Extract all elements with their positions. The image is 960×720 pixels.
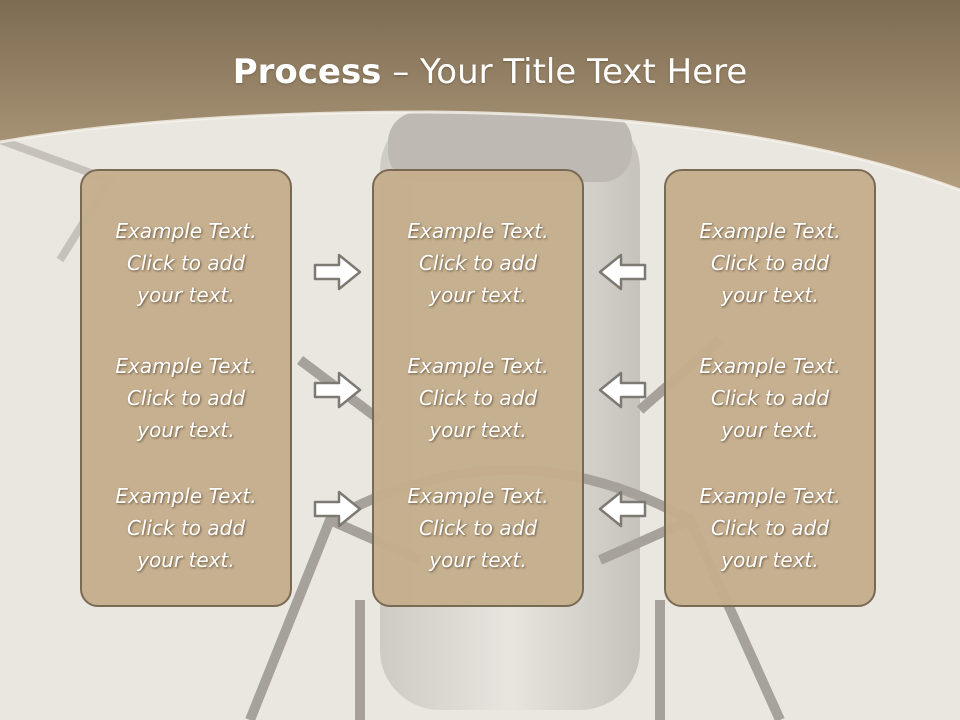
text-line: your text. <box>721 283 819 307</box>
text-line: your text. <box>429 283 527 307</box>
arrow-left-icon <box>598 253 647 291</box>
title-rest: – Your Title Text Here <box>381 52 748 92</box>
text-line: Example Text. <box>699 484 841 508</box>
text-item[interactable]: Example Text. Click to add your text. <box>374 480 582 576</box>
text-line: Example Text. <box>115 484 257 508</box>
text-line: your text. <box>721 548 819 572</box>
text-line: Click to add <box>126 516 246 540</box>
text-item[interactable]: Example Text. Click to add your text. <box>82 215 290 311</box>
text-item[interactable]: Example Text. Click to add your text. <box>666 215 874 311</box>
process-box-2[interactable]: Example Text. Click to add your text. Ex… <box>372 169 584 607</box>
text-line: Click to add <box>418 386 538 410</box>
text-item[interactable]: Example Text. Click to add your text. <box>82 350 290 446</box>
text-line: Example Text. <box>407 219 549 243</box>
text-line: your text. <box>137 283 235 307</box>
text-line: Example Text. <box>407 354 549 378</box>
text-line: your text. <box>429 548 527 572</box>
process-box-3[interactable]: Example Text. Click to add your text. Ex… <box>664 169 876 607</box>
text-line: your text. <box>429 418 527 442</box>
text-line: Click to add <box>710 251 830 275</box>
arrow-right-icon <box>313 490 362 528</box>
text-line: Click to add <box>710 516 830 540</box>
text-item[interactable]: Example Text. Click to add your text. <box>374 215 582 311</box>
arrow-left-icon <box>598 371 647 409</box>
text-item[interactable]: Example Text. Click to add your text. <box>666 350 874 446</box>
text-item[interactable]: Example Text. Click to add your text. <box>666 480 874 576</box>
text-line: your text. <box>721 418 819 442</box>
text-line: Click to add <box>710 386 830 410</box>
text-line: Click to add <box>418 516 538 540</box>
title-bold: Process <box>232 52 382 92</box>
process-box-1[interactable]: Example Text. Click to add your text. Ex… <box>80 169 292 607</box>
text-line: Example Text. <box>115 354 257 378</box>
text-line: your text. <box>137 548 235 572</box>
slide-title[interactable]: Process – Your Title Text Here <box>0 52 960 92</box>
arrow-right-icon <box>313 253 362 291</box>
text-line: Example Text. <box>699 354 841 378</box>
text-line: Click to add <box>126 251 246 275</box>
text-line: Example Text. <box>407 484 549 508</box>
arrow-right-icon <box>313 371 362 409</box>
text-line: Example Text. <box>699 219 841 243</box>
text-line: your text. <box>137 418 235 442</box>
arrow-left-icon <box>598 490 647 528</box>
text-line: Click to add <box>126 386 246 410</box>
text-line: Click to add <box>418 251 538 275</box>
text-line: Example Text. <box>115 219 257 243</box>
text-item[interactable]: Example Text. Click to add your text. <box>374 350 582 446</box>
text-item[interactable]: Example Text. Click to add your text. <box>82 480 290 576</box>
